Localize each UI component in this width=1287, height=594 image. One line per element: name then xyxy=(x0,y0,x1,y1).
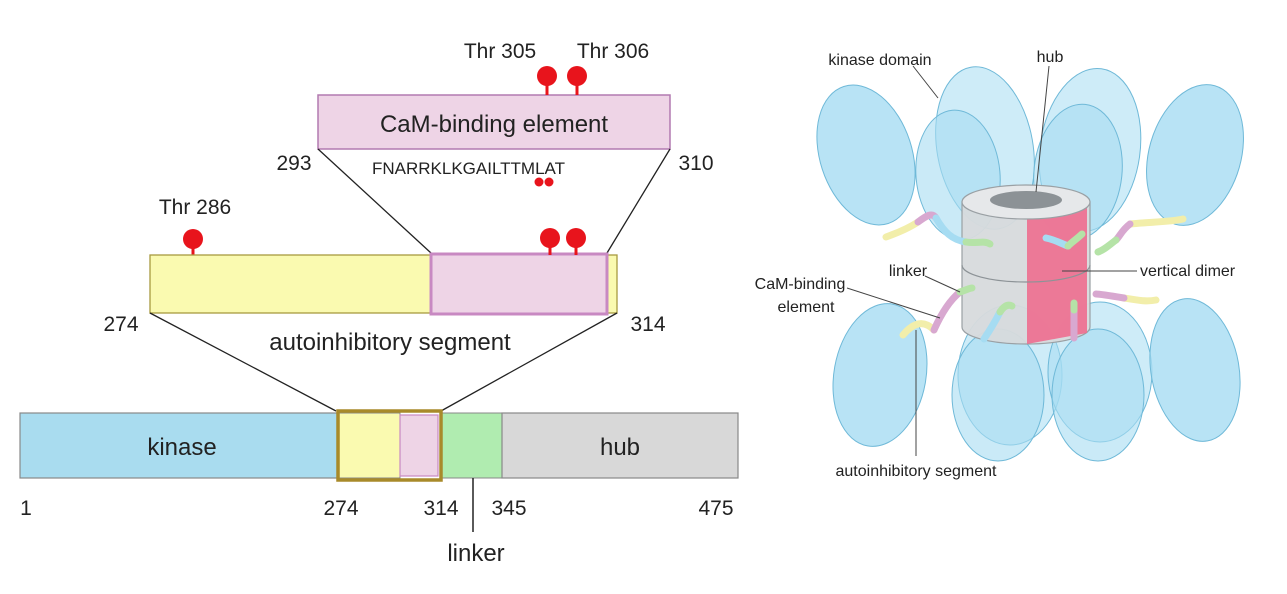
kinase-label: kinase xyxy=(147,434,216,461)
holoenzyme-illustration: kinase domain hub linker CaM-binding ele… xyxy=(755,49,1244,480)
kinase-domain-blob xyxy=(951,328,1045,462)
callout-lines xyxy=(846,65,1137,456)
kinase-domain-blob xyxy=(832,303,928,447)
auto-domain-bar xyxy=(337,412,401,479)
phospho-marker-thr306 xyxy=(567,66,587,95)
phospho-marker-thr305 xyxy=(537,66,557,95)
kinase-domain-blob xyxy=(1051,328,1145,462)
autoinhibitory-cam-region xyxy=(429,252,609,316)
phospho-marker-thr286 xyxy=(183,229,203,255)
autoinhibitory-highlight-box xyxy=(336,409,443,482)
vertical-dimer-label: vertical dimer xyxy=(1140,263,1236,280)
position-314: 314 xyxy=(423,497,458,520)
cam-binding-callout-line1: CaM-binding xyxy=(755,276,846,293)
cam-end-label: 310 xyxy=(678,152,713,175)
hub-ring-seam xyxy=(961,264,1091,283)
linker-tails xyxy=(882,211,1187,343)
zoom-line-auto-left xyxy=(149,312,337,412)
autoinhibitory-callout-label: autoinhibitory segment xyxy=(836,463,998,480)
linker-label: linker xyxy=(447,540,504,567)
phospho-marker-bar-b xyxy=(566,228,586,255)
cam-binding-callout-line2: element xyxy=(778,299,835,316)
phospho-marker-bar-a xyxy=(540,228,560,255)
autoinhibitory-label: autoinhibitory segment xyxy=(269,329,511,356)
thr306-label: Thr 306 xyxy=(577,40,649,63)
linker-callout-label: linker xyxy=(889,263,928,280)
linker-domain-bar xyxy=(440,412,503,479)
zoom-line-cam-right xyxy=(606,148,671,254)
zoom-line-cam-left xyxy=(317,148,432,254)
thr286-label: Thr 286 xyxy=(159,196,231,219)
position-274: 274 xyxy=(323,497,358,520)
hub-callout-label: hub xyxy=(1037,49,1064,66)
zoom-line-auto-right xyxy=(440,312,618,412)
hub-domain-bar xyxy=(501,412,739,479)
hub-label: hub xyxy=(600,434,640,461)
position-475: 475 xyxy=(698,497,733,520)
cam-start-label: 293 xyxy=(276,152,311,175)
kinase-domain-blob xyxy=(816,84,916,226)
auto-start-label: 274 xyxy=(103,313,138,336)
sequence-phospho-dot-a xyxy=(534,177,544,187)
thr305-label: Thr 305 xyxy=(464,40,536,63)
cam-binding-box xyxy=(317,94,671,150)
hub-top-hole xyxy=(990,191,1062,209)
sequence-phospho-dot-b xyxy=(544,177,554,187)
cam-binding-label: CaM-binding element xyxy=(380,111,608,138)
position-1: 1 xyxy=(20,497,32,520)
kinase-domain-label: kinase domain xyxy=(828,52,931,69)
kinase-domain-blob xyxy=(1146,84,1244,226)
auto-end-label: 314 xyxy=(630,313,665,336)
position-345: 345 xyxy=(491,497,526,520)
cam-domain-bar xyxy=(399,414,439,477)
kinase-domain-blob xyxy=(1149,298,1241,442)
cam-sequence: FNARRKLKGAILTTMLAT xyxy=(372,159,565,178)
